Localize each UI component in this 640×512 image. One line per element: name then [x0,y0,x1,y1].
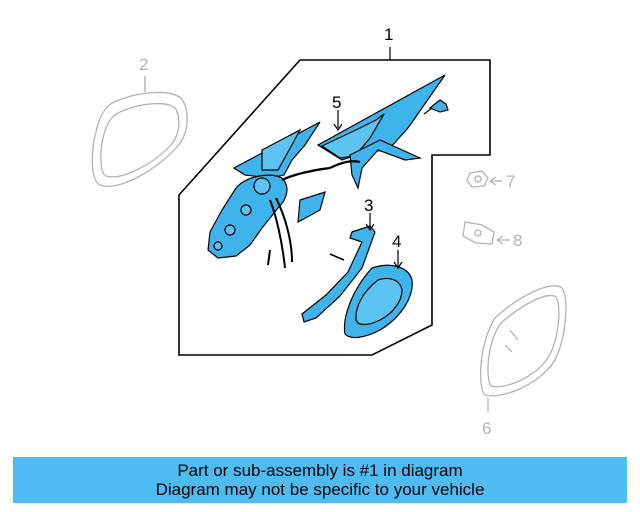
mirror-housing [232,74,446,190]
callout-number-5: 5 [332,93,342,112]
callout-number-7: 7 [506,172,516,191]
mirror-glass-right [479,285,567,412]
callout-number-4: 4 [392,232,402,251]
parts-diagram [91,47,567,412]
screw-part [423,99,449,115]
mirror-base-motor [207,160,361,269]
lower-cover [343,250,413,339]
callout-number-2: 2 [139,55,149,74]
bracket-part [462,221,510,245]
callout-number-1: 1 [384,25,394,44]
banner-line-1: Part or sub-assembly is #1 in diagram [177,461,463,480]
callout-number-3: 3 [364,196,374,215]
clip-part [466,170,502,188]
callout-number-8: 8 [513,231,523,250]
info-banner: Part or sub-assembly is #1 in diagram Di… [13,457,627,503]
banner-line-2: Diagram may not be specific to your vehi… [155,480,485,499]
callout-number-6: 6 [482,419,492,438]
assembly-outline [178,59,491,356]
mirror-glass-left [91,76,188,187]
garnish-strip [301,213,376,323]
